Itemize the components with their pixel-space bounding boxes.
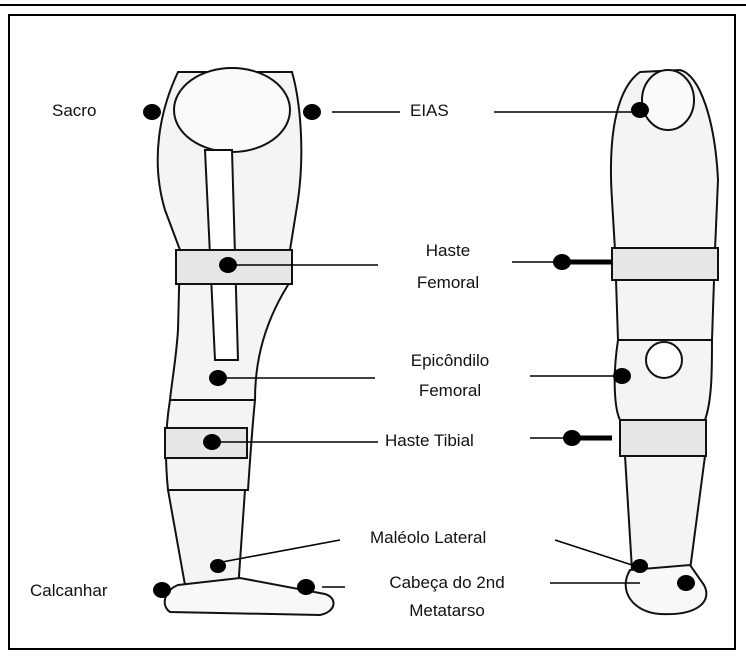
marker-metatarso-left bbox=[297, 579, 315, 595]
label-calcanhar: Calcanhar bbox=[30, 580, 108, 602]
marker-haste-tibial-left bbox=[203, 434, 221, 450]
left-leg-illustration bbox=[158, 68, 334, 615]
label-epicondilo-1: Epicôndilo bbox=[380, 350, 520, 372]
label-cabeca-1: Cabeça do 2nd bbox=[352, 572, 542, 594]
right-leg-illustration bbox=[611, 70, 718, 614]
label-haste-femoral-2: Femoral bbox=[398, 272, 498, 294]
marker-haste-tibial-right bbox=[563, 430, 581, 446]
label-cabeca-2: Metatarso bbox=[352, 600, 542, 622]
marker-epicondilo-left bbox=[209, 370, 227, 386]
label-sacro: Sacro bbox=[52, 100, 96, 122]
marker-maleolo-left bbox=[210, 559, 226, 573]
marker-epicondilo-right bbox=[613, 368, 631, 384]
marker-sacro bbox=[143, 104, 161, 120]
label-epicondilo-2: Femoral bbox=[380, 380, 520, 402]
label-maleolo-lateral: Maléolo Lateral bbox=[370, 527, 486, 549]
marker-eias-right bbox=[631, 102, 649, 118]
marker-haste-femoral-right bbox=[553, 254, 571, 270]
marker-calcanhar bbox=[153, 582, 171, 598]
marker-metatarso-right bbox=[677, 575, 695, 591]
marker-eias-left bbox=[303, 104, 321, 120]
label-haste-tibial: Haste Tibial bbox=[385, 430, 474, 452]
label-eias: EIAS bbox=[410, 100, 449, 122]
label-haste-femoral-1: Haste bbox=[398, 240, 498, 262]
marker-haste-femoral-left bbox=[219, 257, 237, 273]
marker-maleolo-right bbox=[632, 559, 648, 573]
